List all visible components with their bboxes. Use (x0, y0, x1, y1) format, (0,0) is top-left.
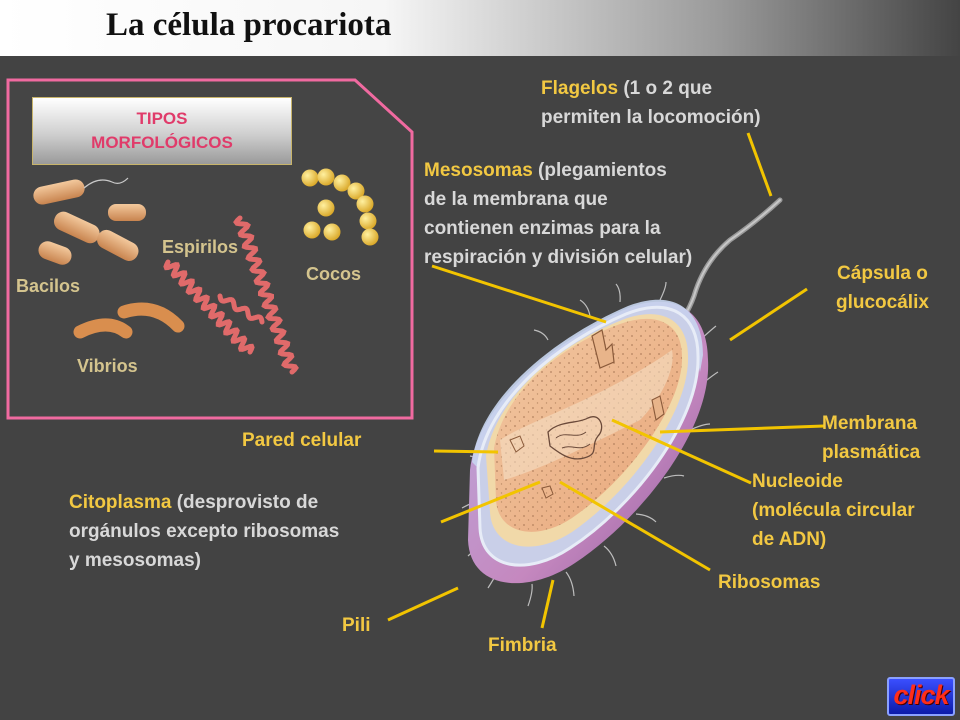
coccus-cell (303, 221, 321, 239)
coccus-cell (323, 223, 341, 241)
cocci-drawing (301, 168, 379, 246)
flagelos-name: Flagelos (541, 78, 619, 99)
nucleoide-line-1: Nucleoide (752, 471, 843, 492)
coccus-cell (333, 174, 351, 192)
flagelos-desc-1: (1 o 2 que (618, 78, 713, 99)
flagelos-label: Flagelos (1 o 2 que permiten la locomoci… (541, 74, 761, 132)
coccus-cell (301, 169, 319, 187)
pilus (663, 474, 685, 479)
morphology-header: TIPOS MORFOLÓGICOS (32, 97, 292, 165)
pili-label: Pili (342, 615, 371, 636)
morphology-header-line1: TIPOS (136, 109, 188, 128)
spirilla-drawing (163, 215, 299, 375)
coccus-cell (359, 212, 377, 230)
citoplasma-desc-1: (desprovisto de (171, 492, 319, 513)
pilus (533, 329, 549, 341)
coccus-cell (361, 228, 379, 246)
citoplasma-desc-3: y mesosomas) (69, 550, 202, 571)
morphology-header-line2: MORFOLÓGICOS (91, 133, 233, 152)
bacilos-label: Bacilos (16, 276, 81, 296)
coccus-cell (317, 199, 335, 217)
nucleoide-line-3: de ADN) (752, 529, 827, 550)
capsula-label: Cápsula o glucocálix (836, 259, 929, 317)
pilus (615, 283, 621, 303)
citoplasma-name: Citoplasma (69, 492, 172, 513)
nucleoide-line-2: (molécula circular (752, 500, 915, 521)
prokaryote-cell (461, 197, 783, 607)
mesosomas-desc-1: (plegamientos (532, 160, 667, 181)
mesosomas-label: Mesosomas (plegamientos de la membrana q… (424, 156, 692, 272)
pilus (635, 513, 657, 523)
ribosomas-label: Ribosomas (718, 572, 821, 593)
title-bar: La célula procariota (0, 0, 960, 56)
vibrios-label: Vibrios (77, 356, 138, 376)
mesosomas-desc-2: de la membrana que (424, 189, 608, 210)
page-title: La célula procariota (106, 7, 392, 43)
flagelos-desc-2: permiten la locomoción) (541, 107, 761, 128)
mesosomas-desc-4: respiración y división celular) (424, 247, 693, 268)
pared-label: Pared celular (242, 430, 362, 451)
citoplasma-desc-2: orgánulos excepto ribosomas (69, 521, 340, 542)
coccus-cell (356, 195, 374, 213)
click-button[interactable]: click (887, 677, 955, 716)
espirilos-label: Espirilos (162, 237, 239, 257)
citoplasma-label: Citoplasma (desprovisto de orgánulos exc… (69, 488, 339, 575)
pilus (527, 583, 533, 607)
vibrios-drawing (73, 302, 185, 339)
mesosomas-desc-3: contienen enzimas para la (424, 218, 661, 239)
pilus (565, 571, 575, 597)
membrana-line-1: Membrana (822, 413, 918, 434)
nucleoide-label: Nucleoide (molécula circular de ADN) (752, 467, 915, 554)
pilus (603, 545, 617, 567)
cocos-label: Cocos (306, 264, 362, 284)
coccus-cell (317, 168, 335, 186)
leader-lines (387, 132, 825, 629)
coccus-cell (347, 182, 365, 200)
capsula-line-1: Cápsula o (837, 263, 928, 284)
capsula-line-2: glucocálix (836, 292, 929, 313)
pilus (579, 299, 591, 317)
bacilli-drawing (33, 177, 146, 265)
pilus (659, 281, 667, 301)
membrana-label: Membrana plasmática (822, 409, 920, 467)
membrana-line-2: plasmática (822, 442, 921, 463)
fimbria-label: Fimbria (488, 635, 557, 656)
mesosomas-name: Mesosomas (424, 160, 533, 181)
